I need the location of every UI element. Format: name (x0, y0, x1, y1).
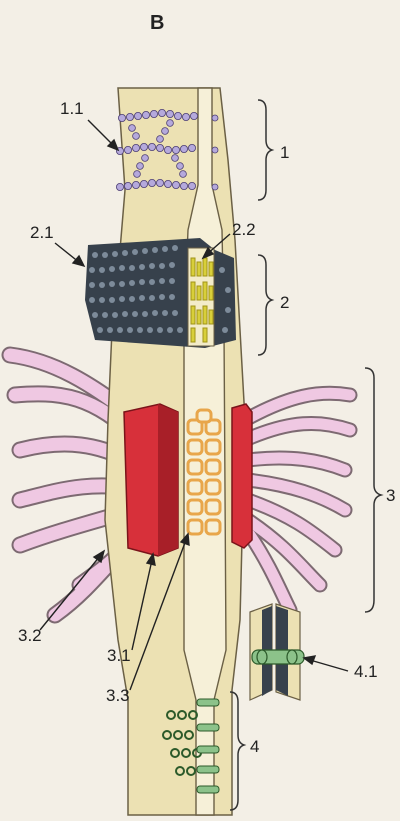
label-3-1: 3.1 (107, 646, 131, 665)
label-4-1: 4.1 (354, 662, 378, 681)
region-label-1: 1 (280, 143, 289, 162)
label-3-2: 3.2 (18, 626, 42, 645)
panel-letter: B (150, 12, 164, 34)
label-2-2: 2.2 (232, 220, 256, 239)
region-label-3: 3 (386, 486, 395, 505)
region-label-2: 2 (280, 293, 289, 312)
label-1-1: 1.1 (60, 99, 84, 118)
region-label-4: 4 (250, 737, 259, 756)
label-2-1: 2.1 (30, 223, 54, 242)
gap-junction-inset (250, 604, 304, 700)
label-3-3: 3.3 (106, 686, 130, 705)
